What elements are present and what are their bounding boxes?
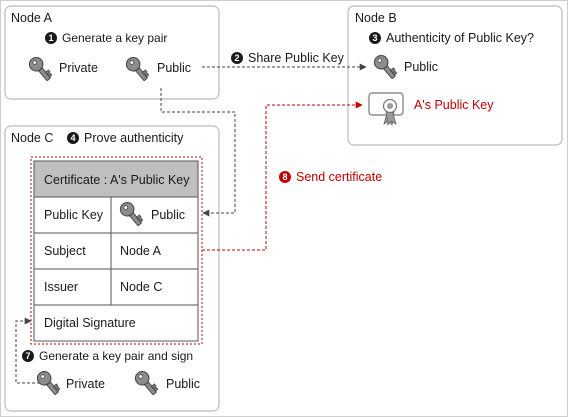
share-public-key-label: Share Public Key (248, 51, 345, 65)
step-1-badge (45, 32, 57, 44)
node-a-private-label: Private (59, 61, 98, 75)
node-c-step-label: Prove authenticity (84, 131, 184, 145)
cert-field-public-key: Public Key (44, 208, 104, 222)
send-certificate-arrow (202, 101, 363, 251)
certificate-icon (368, 92, 404, 127)
node-b-box (347, 5, 563, 146)
node-a-box (4, 5, 220, 100)
step-8-number: 8 (282, 172, 287, 182)
step-1-number: 1 (48, 33, 53, 43)
node-b-public-label: Public (404, 60, 438, 74)
step-2-badge (231, 52, 243, 64)
step-7-number: 7 (25, 351, 30, 361)
cert-value-issuer: Node C (120, 280, 162, 294)
sign-arrow (15, 317, 40, 384)
step-4-badge (67, 132, 79, 144)
node-b-title: Node B (355, 11, 397, 25)
node-a-title: Node A (11, 11, 53, 25)
certificate-table (33, 160, 199, 342)
step-3-badge (369, 32, 381, 44)
node-c-public-label: Public (166, 377, 200, 391)
node-c-private-label: Private (66, 377, 105, 391)
cert-digital-signature: Digital Signature (44, 316, 136, 330)
node-b-step-label: Authenticity of Public Key? (386, 31, 534, 45)
cert-value-subject: Node A (120, 244, 162, 258)
node-c-sign-step-label: Generate a key pair and sign (39, 349, 193, 363)
node-b-cert-label: A's Public Key (414, 98, 494, 112)
node-a-public-label: Public (157, 61, 191, 75)
step-7-badge (22, 350, 34, 362)
node-a-step-label: Generate a key pair (62, 31, 167, 45)
cert-field-issuer: Issuer (44, 280, 78, 294)
step-4-number: 4 (70, 133, 75, 143)
send-certificate-label: Send certificate (296, 170, 382, 184)
step-2-number: 2 (234, 53, 239, 63)
step-8-badge (279, 171, 291, 183)
public-key-to-certificate-arrow (160, 88, 236, 217)
certificate-header: Certificate : A's Public Key (44, 173, 190, 187)
step-3-number: 3 (372, 33, 377, 43)
node-c-title: Node C (11, 131, 53, 145)
cert-value-public-key: Public (151, 208, 185, 222)
cert-field-subject: Subject (44, 244, 86, 258)
